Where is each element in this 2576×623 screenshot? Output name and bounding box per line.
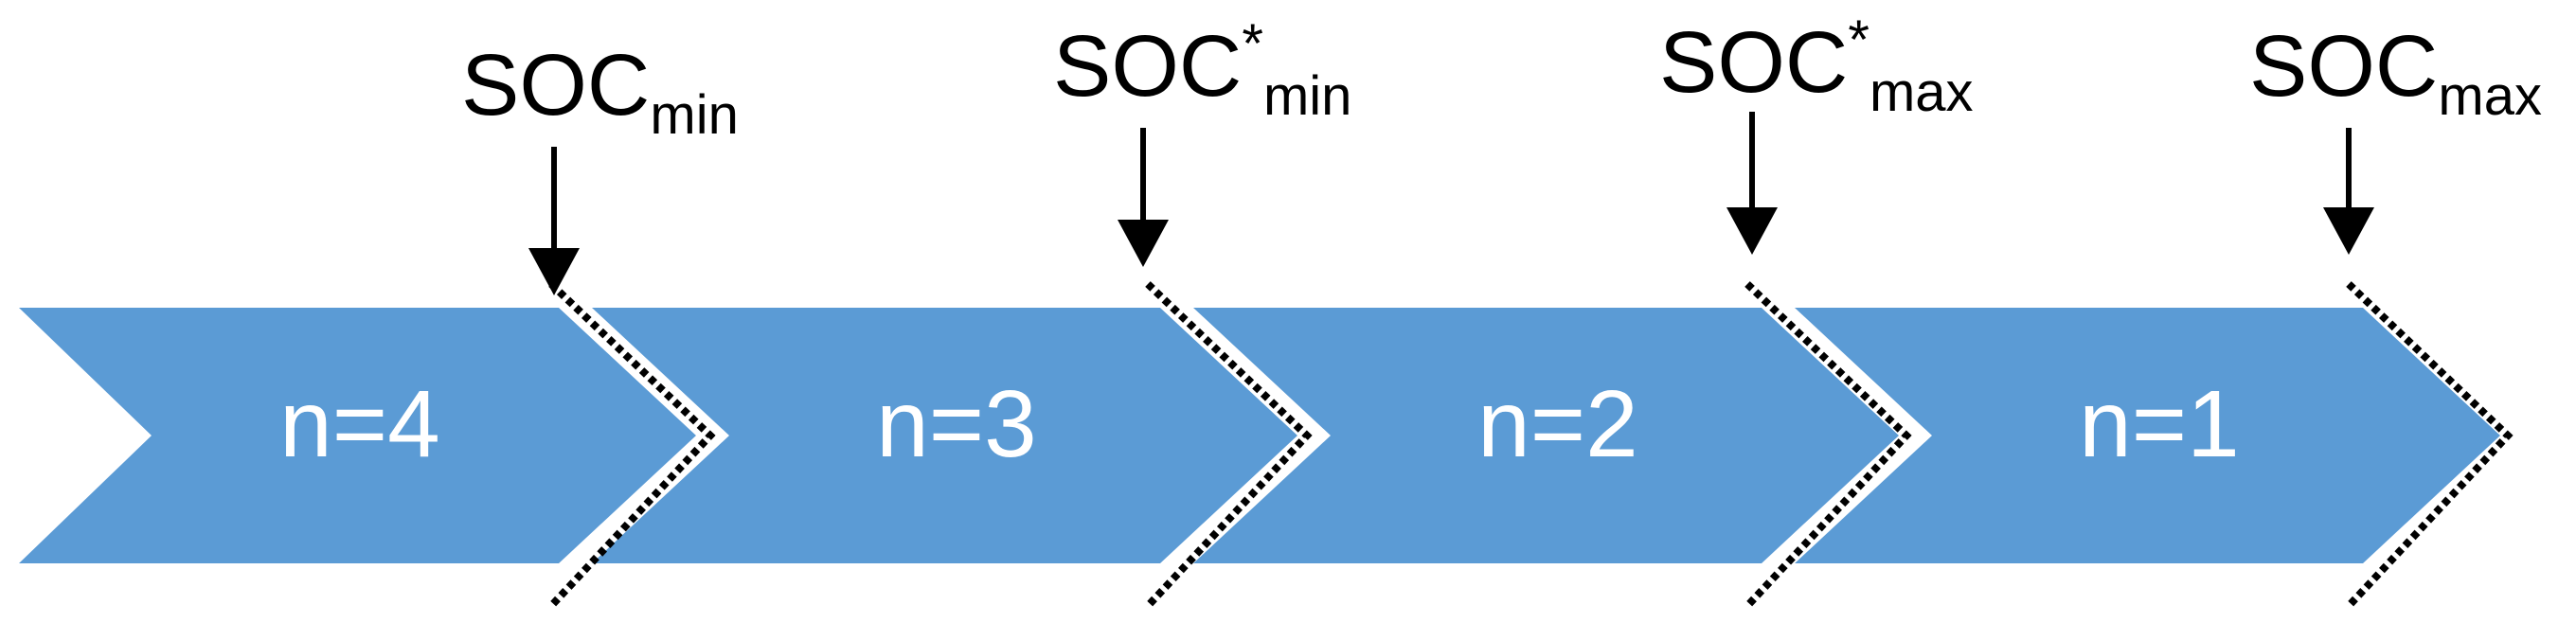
label-soc-star-max-main: SOC <box>1659 14 1849 111</box>
chevron-n4 <box>19 308 696 563</box>
boundary-soc-max <box>2346 281 2513 609</box>
label-soc-min: SOCmin <box>461 42 739 143</box>
down-arrow-head-soc-star-min <box>1118 220 1169 267</box>
chevron-n1 <box>1795 308 2500 563</box>
label-soc-min-sub: min <box>650 84 739 146</box>
chevron-n3 <box>592 308 1297 563</box>
label-soc-star-min-main: SOC <box>1053 18 1243 115</box>
label-soc-max: SOCmax <box>2249 23 2542 124</box>
label-soc-star-min-star: * <box>1242 13 1263 75</box>
step-label-n4: n=4 <box>279 371 440 477</box>
step-label-n1: n=1 <box>2079 371 2240 477</box>
label-soc-star-min: SOC*min <box>1053 17 1351 124</box>
chevron-n2 <box>1193 308 1899 563</box>
down-arrow-head-soc-min <box>528 248 580 295</box>
step-label-n3: n=3 <box>876 371 1037 477</box>
label-soc-star-max: SOC*max <box>1659 13 1974 120</box>
boundary-soc-min <box>548 281 716 609</box>
label-soc-min-main: SOC <box>461 37 651 134</box>
label-soc-max-main: SOC <box>2249 18 2439 115</box>
down-arrow-head-soc-star-max <box>1726 207 1778 255</box>
label-soc-max-sub: max <box>2438 65 2542 127</box>
boundary-soc-star-max <box>1744 281 1912 609</box>
label-soc-star-min-sub: min <box>1262 65 1352 127</box>
boundary-soc-star-min <box>1145 281 1313 609</box>
step-label-n2: n=2 <box>1477 371 1638 477</box>
label-soc-star-max-sub: max <box>1869 62 1974 123</box>
label-soc-star-max-star: * <box>1848 9 1869 71</box>
down-arrow-head-soc-max <box>2323 207 2374 255</box>
